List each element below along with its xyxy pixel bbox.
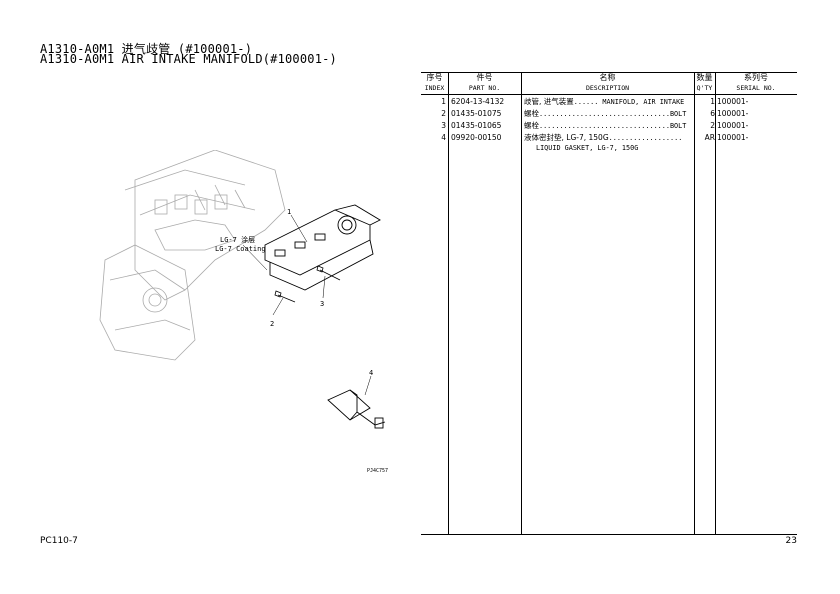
bolt-3 xyxy=(316,265,341,281)
callout-4: 4 xyxy=(369,369,373,377)
gasket-tube xyxy=(327,389,386,429)
row-serial: 100001- xyxy=(717,121,749,130)
header-part-no: 件号 PART NO. xyxy=(468,73,501,92)
page-title-en: A1310-A0M1 AIR INTAKE MANIFOLD(#100001-) xyxy=(40,52,337,66)
row-description: 液体密封垫, LG-7, 150G.................. xyxy=(524,133,683,142)
parts-illustration: 1 2 3 4 LG-7 涂层 LG-7 Coating PJ4C757 xyxy=(95,149,415,480)
row-part-no: 6204-13-4132 xyxy=(451,97,505,106)
page-number: 23 xyxy=(785,536,797,546)
page-title-cn: A1310-A0M1 进气歧管 (#100001-) xyxy=(40,42,253,56)
figure-code: PJ4C757 xyxy=(367,468,388,474)
row-serial: 100001- xyxy=(717,97,749,106)
coating-label-cn: LG-7 涂层 xyxy=(220,235,255,244)
row-index: 4 xyxy=(441,133,446,142)
model-name: PC110-7 xyxy=(40,536,78,546)
table-row-continuation: LIQUID GASKET, LG-7, 150G xyxy=(421,143,797,154)
callout-2: 2 xyxy=(270,320,274,328)
row-description-line2: LIQUID GASKET, LG-7, 150G xyxy=(536,144,639,152)
bolt-2 xyxy=(274,290,296,303)
row-qty: 1 xyxy=(710,97,715,106)
parts-table: 序号 INDEX 件号 PART NO. 名称 DESCRIPTION 数量 Q… xyxy=(421,72,797,535)
row-part-no: 09920-00150 xyxy=(451,133,502,142)
row-description: 螺栓................................BOLT xyxy=(524,121,687,130)
row-serial: 100001- xyxy=(717,133,749,142)
table-row: 4 09920-00150 液体密封垫, LG-7, 150G.........… xyxy=(421,132,797,143)
row-index: 1 xyxy=(441,97,446,106)
callout-3: 3 xyxy=(320,300,324,308)
row-index: 2 xyxy=(441,109,446,118)
table-row: 1 6204-13-4132 歧管, 进气装置...... MANIFOLD, … xyxy=(421,96,797,107)
row-part-no: 01435-01065 xyxy=(451,121,502,130)
header-index: 序号 INDEX xyxy=(424,73,445,92)
row-description: 螺栓................................BOLT xyxy=(524,109,687,118)
table-row: 2 01435-01075 螺栓........................… xyxy=(421,108,797,119)
row-serial: 100001- xyxy=(717,109,749,118)
header-serial: 系列号 SERIAL NO. xyxy=(736,73,776,92)
leader-lines xyxy=(242,214,372,396)
exploded-view-drawing: 1 2 3 4 LG-7 涂层 LG-7 Coating PJ4C757 xyxy=(99,149,388,474)
row-part-no: 01435-01075 xyxy=(451,109,502,118)
row-index: 3 xyxy=(441,121,446,130)
header-qty: 数量 Q'TY xyxy=(696,73,713,92)
row-qty: 6 xyxy=(710,109,715,118)
callout-1: 1 xyxy=(287,208,291,216)
intake-manifold xyxy=(264,204,381,291)
engine-block-outline xyxy=(99,149,286,361)
row-description: 歧管, 进气装置...... MANIFOLD, AIR INTAKE xyxy=(524,97,685,106)
coating-label-en: LG-7 Coating xyxy=(215,245,266,253)
row-qty: AR xyxy=(704,133,715,142)
row-qty: 2 xyxy=(710,121,715,130)
header-description: 名称 DESCRIPTION xyxy=(585,73,630,92)
table-row: 3 01435-01065 螺栓........................… xyxy=(421,120,797,131)
